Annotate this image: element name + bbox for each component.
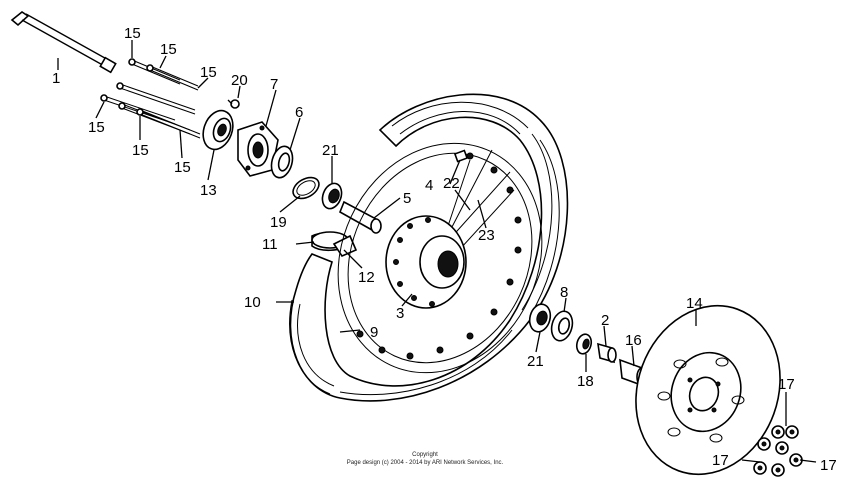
dust-seal-right[interactable] xyxy=(548,309,575,343)
label-16: 16 xyxy=(625,332,642,349)
label-19: 19 xyxy=(270,214,287,231)
pin[interactable] xyxy=(227,99,240,109)
dust-seal[interactable] xyxy=(268,144,296,180)
hub-cover[interactable] xyxy=(198,106,238,153)
bolt-set[interactable] xyxy=(100,58,201,139)
label-13: 13 xyxy=(200,182,217,199)
label-9: 9 xyxy=(370,324,378,341)
bearing-right[interactable] xyxy=(527,302,554,334)
side-collar[interactable] xyxy=(597,342,617,364)
label-2: 2 xyxy=(601,312,609,329)
label-12: 12 xyxy=(358,269,375,286)
label-5: 5 xyxy=(403,190,411,207)
speedometer-gearbox[interactable] xyxy=(237,121,279,177)
copyright-line-1: Copyright xyxy=(412,452,438,458)
brake-disc[interactable] xyxy=(613,285,803,489)
label-17-top: 17 xyxy=(778,376,795,393)
label-11: 11 xyxy=(262,236,278,253)
label-15-b: 15 xyxy=(160,41,177,58)
label-15-f: 15 xyxy=(174,159,191,176)
wheel-hub[interactable] xyxy=(385,215,467,309)
label-17-right: 17 xyxy=(820,457,837,474)
label-10: 10 xyxy=(244,294,261,311)
label-22: 22 xyxy=(443,175,460,192)
label-3: 3 xyxy=(396,305,404,322)
axle[interactable] xyxy=(10,11,117,74)
label-4: 4 xyxy=(425,177,433,194)
label-20: 20 xyxy=(231,72,248,89)
label-15-c: 15 xyxy=(200,64,217,81)
label-15-a: 15 xyxy=(124,25,141,42)
label-15-d: 15 xyxy=(88,119,105,136)
nut-set[interactable] xyxy=(753,425,803,477)
small-bearing[interactable] xyxy=(575,333,594,356)
label-15-e: 15 xyxy=(132,142,149,159)
wheel-assembly[interactable] xyxy=(289,93,579,406)
distance-collar[interactable] xyxy=(338,200,382,234)
label-14: 14 xyxy=(686,295,703,312)
label-6: 6 xyxy=(295,104,303,121)
spoke-nipple[interactable] xyxy=(453,149,469,163)
bearing-left[interactable] xyxy=(319,181,345,212)
label-7: 7 xyxy=(270,76,278,93)
part-labels: 1 15 15 15 15 15 15 20 7 6 13 19 21 5 4 … xyxy=(52,25,837,474)
leader-lines xyxy=(57,40,817,463)
label-23: 23 xyxy=(478,227,495,244)
copyright-line-2: Page design (c) 2004 - 2014 by ARI Netwo… xyxy=(346,460,504,466)
label-18: 18 xyxy=(577,373,594,390)
label-17-left: 17 xyxy=(712,452,729,469)
label-8: 8 xyxy=(560,284,568,301)
o-ring[interactable] xyxy=(289,173,322,203)
label-21-upper: 21 xyxy=(322,142,339,159)
label-21-lower: 21 xyxy=(527,353,544,370)
label-1: 1 xyxy=(52,70,60,87)
